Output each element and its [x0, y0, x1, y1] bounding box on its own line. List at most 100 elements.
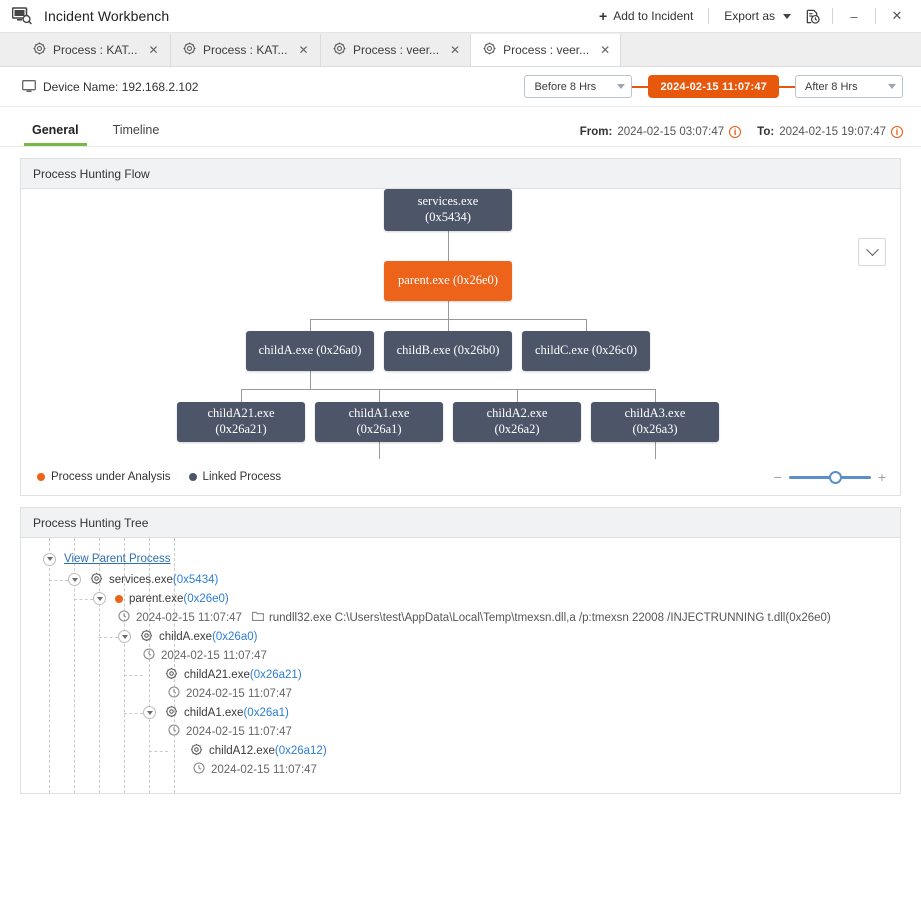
flow-legend: Process under Analysis Linked Process	[37, 471, 281, 483]
legend-linked-process: Linked Process	[188, 471, 281, 483]
zoom-in-button[interactable]: +	[877, 469, 886, 485]
range-connector-right	[779, 85, 795, 88]
flow-panel-title: Process Hunting Flow	[21, 159, 900, 189]
flow-node-childA21[interactable]: childA21.exe(0x26a21)	[177, 402, 305, 442]
tree-toggle-icon[interactable]	[43, 552, 56, 566]
tree-process-pid: (0x26a1)	[243, 706, 289, 719]
tab-label: Process : veer...	[353, 43, 440, 57]
flow-node-childA2[interactable]: childA2.exe(0x26a2)	[453, 402, 581, 442]
tree-event-time: 2024-02-15 11:07:47	[211, 763, 317, 776]
tree-event-row[interactable]: 2024-02-15 11:07:47	[21, 722, 900, 741]
flow-edge	[241, 389, 655, 390]
flow-panel-body: services.exe(0x5434) parent.exe (0x26e0) c…	[21, 189, 900, 495]
info-icon[interactable]: i	[891, 126, 903, 138]
tree-process-name: parent.exe	[129, 592, 184, 605]
tree-process-row[interactable]: services.exe(0x5434)	[21, 570, 900, 589]
minimize-button[interactable]: –	[850, 8, 858, 24]
after-range-select[interactable]: After 8 Hrs	[795, 75, 903, 98]
tab-close-icon[interactable]: ✕	[450, 43, 461, 57]
tree-event-row[interactable]: 2024-02-15 11:07:47	[21, 646, 900, 665]
chevron-down-icon	[865, 242, 879, 256]
flow-node-childA1[interactable]: childA1.exe(0x26a1)	[315, 402, 443, 442]
flow-edge	[379, 442, 380, 459]
folder-icon	[251, 611, 264, 624]
tree-event-row[interactable]: 2024-02-15 11:07:47	[21, 684, 900, 703]
view-parent-process-link[interactable]: View Parent Process	[64, 553, 171, 565]
gear-icon	[333, 42, 346, 58]
tree-process-row[interactable]: childA1.exe(0x26a1)	[21, 703, 900, 722]
flow-node-label: childA.exe (0x26a0)	[258, 343, 362, 358]
flow-node-parent[interactable]: parent.exe (0x26e0)	[384, 261, 512, 301]
flow-node-childA3[interactable]: childA3.exe(0x26a3)	[591, 402, 719, 442]
tree-process-row[interactable]: View Parent Process	[21, 548, 900, 570]
info-icon[interactable]: i	[729, 126, 742, 138]
tree-toggle-icon[interactable]	[93, 592, 106, 605]
tab-process-1[interactable]: Process : KAT... ✕	[171, 34, 321, 66]
tree-panel-title: Process Hunting Tree	[21, 508, 900, 538]
flow-node-childC[interactable]: childC.exe (0x26c0)	[522, 331, 650, 371]
time-range-control: Before 8 Hrs 2024-02-15 11:07:47 After 8…	[524, 75, 903, 98]
flow-node-label: parent.exe (0x26e0)	[398, 273, 498, 288]
tab-close-icon[interactable]: ✕	[148, 43, 159, 57]
tab-label: Process : KAT...	[203, 43, 288, 57]
gear-process-icon	[190, 743, 203, 759]
flow-edge	[655, 442, 656, 459]
flow-edge	[586, 319, 587, 331]
tab-close-icon[interactable]: ✕	[600, 43, 611, 57]
gear-process-icon	[140, 629, 153, 645]
flow-node-label: childC.exe (0x26c0)	[534, 343, 638, 358]
flow-collapse-button[interactable]	[858, 238, 886, 266]
flow-node-services[interactable]: services.exe(0x5434)	[384, 189, 512, 231]
tree-process-name: childA21.exe	[184, 668, 250, 681]
tab-general[interactable]: General	[24, 123, 87, 146]
process-hunting-flow-panel: Process Hunting Flow services.exe(0x5434…	[20, 158, 901, 496]
tree-process-row[interactable]: childA12.exe(0x26a12)	[21, 741, 900, 760]
tree-toggle-icon[interactable]	[118, 630, 131, 643]
flow-edge	[379, 389, 380, 402]
tree-process-row[interactable]: childA21.exe(0x26a21)	[21, 665, 900, 684]
tree-event-row[interactable]: 2024-02-15 11:07:47	[21, 760, 900, 779]
tree-toggle-icon[interactable]	[68, 573, 81, 586]
add-to-incident-button[interactable]: + Add to Incident	[591, 6, 701, 26]
tree-process-pid: (0x5434)	[172, 573, 219, 586]
flow-canvas[interactable]: services.exe(0x5434) parent.exe (0x26e0) c…	[21, 189, 900, 459]
tab-process-2[interactable]: Process : veer... ✕	[321, 34, 472, 66]
before-range-select[interactable]: Before 8 Hrs	[524, 75, 633, 98]
flow-edge	[310, 371, 311, 389]
pivot-timestamp-pill[interactable]: 2024-02-15 11:07:47	[648, 75, 779, 98]
tab-process-0[interactable]: Process : KAT...✕	[21, 34, 171, 66]
export-history-icon[interactable]	[799, 4, 825, 28]
plus-icon: +	[599, 8, 608, 24]
tree-event-time: 2024-02-15 11:07:47	[186, 687, 292, 700]
tree-toggle-icon[interactable]	[143, 706, 156, 719]
legend-label: Process under Analysis	[51, 471, 171, 483]
tree-process-row[interactable]: childA.exe(0x26a0)	[21, 627, 900, 646]
title-bar-actions: + Add to Incident Export as –	[591, 0, 911, 32]
flow-node-childA[interactable]: childA.exe (0x26a0)	[246, 331, 374, 371]
tab-process-3[interactable]: Process : veer...✕	[471, 34, 622, 66]
tab-timeline[interactable]: Timeline	[112, 123, 160, 137]
flow-edge	[448, 301, 449, 319]
clock-icon	[193, 762, 205, 777]
zoom-slider-thumb[interactable]	[828, 470, 842, 484]
before-range-label: Before 8 Hrs	[534, 80, 597, 93]
export-as-button[interactable]: Export as	[716, 6, 799, 26]
flow-diagram[interactable]: services.exe(0x5434) parent.exe (0x26e0) c…	[21, 189, 900, 459]
flow-node-label: childA21.exe(0x26a21)	[207, 406, 275, 436]
chevron-down-icon	[617, 84, 626, 89]
range-to: To: 2024-02-15 19:07:47 i	[757, 126, 903, 138]
tree-process-row[interactable]: parent.exe(0x26e0)	[21, 589, 900, 608]
tree-process-pid: (0x26a0)	[212, 630, 258, 643]
zoom-slider-control[interactable]: − +	[774, 470, 886, 484]
zoom-out-button[interactable]: −	[773, 469, 782, 485]
tree-event-time: 2024-02-15 11:07:47	[161, 649, 267, 662]
zoom-slider-track[interactable]	[788, 470, 871, 484]
flow-node-childB[interactable]: childB.exe (0x26b0)	[384, 331, 512, 371]
tab-close-icon[interactable]: ✕	[298, 43, 309, 57]
chevron-down-icon	[783, 13, 791, 19]
close-icon[interactable]: ✕	[891, 8, 903, 23]
